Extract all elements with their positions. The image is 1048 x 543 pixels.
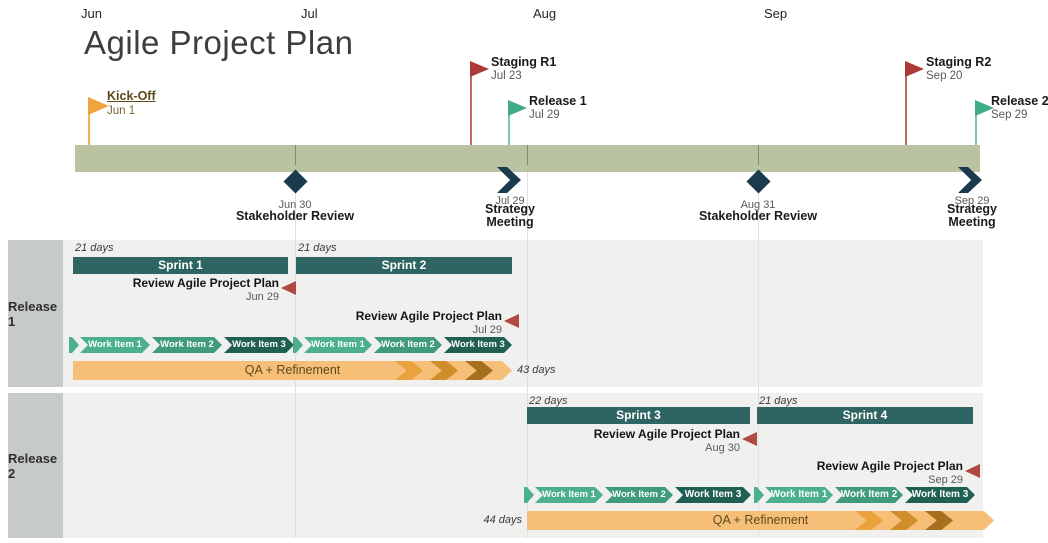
qa-duration: 44 days [483, 514, 522, 526]
work-item-cap-icon [754, 487, 764, 503]
stakeholder-review-diamond-icon[interactable] [283, 169, 308, 194]
sprint-1-duration: 21 days [75, 242, 114, 254]
release-1-flag-icon[interactable] [508, 100, 527, 117]
work-item-cap-icon [524, 487, 534, 503]
qa-chevron-icon [925, 511, 953, 530]
kickoff-flag-pole [88, 100, 90, 145]
qa-refinement-bar[interactable]: QA + Refinement [73, 361, 512, 380]
kickoff-flag-icon[interactable] [88, 97, 109, 116]
stakeholder-review-diamond-icon[interactable] [746, 169, 771, 194]
marker-date: Sep 29 [954, 195, 990, 207]
staging-r1-flag-pole [470, 64, 472, 145]
work-item-cap-icon [293, 337, 303, 353]
sprint-2-bar[interactable]: Sprint 2 [296, 257, 512, 274]
review-milestone-date: Jun 29 [245, 291, 279, 303]
kickoff-flag-date: Jun 1 [107, 105, 136, 117]
work-item-bar[interactable]: Work Item 1 [304, 337, 372, 353]
month-label-sep: Sep [764, 6, 788, 21]
sprint-2-duration: 21 days [298, 242, 337, 254]
staging-r1-flag-date: Jul 23 [491, 70, 522, 82]
qa-refinement-bar[interactable]: QA + Refinement [527, 511, 994, 530]
work-item-bar[interactable]: Work Item 1 [765, 487, 833, 503]
work-item-bar[interactable]: Work Item 2 [605, 487, 673, 503]
release-1-flag-label: Release 1 [529, 94, 587, 108]
work-item-bar[interactable]: Work Item 3 [224, 337, 294, 353]
work-item-bar[interactable]: Work Item 2 [835, 487, 903, 503]
sprint-4-bar[interactable]: Sprint 4 [757, 407, 973, 424]
release-1-flag-pole [508, 103, 510, 145]
marker-date: Aug 31 [740, 199, 776, 211]
month-tick [758, 145, 759, 165]
work-item-bar[interactable]: Work Item 2 [152, 337, 222, 353]
release-2-flag-label: Release 2 [991, 94, 1048, 108]
gridline-sep [758, 172, 759, 538]
lane-label-release-2: Release 2 [8, 393, 63, 538]
page-title: Agile Project Plan [84, 24, 354, 61]
release-2-flag-date: Sep 29 [991, 109, 1028, 121]
gridline-jul [295, 172, 296, 538]
work-item-bar[interactable]: Work Item 3 [905, 487, 975, 503]
sprint-1-bar[interactable]: Sprint 1 [73, 257, 288, 274]
qa-refinement-label: QA + Refinement [244, 363, 341, 377]
marker-label: Strategy Meeting [946, 202, 998, 229]
month-label-jul: Jul [301, 6, 318, 21]
qa-duration: 43 days [517, 364, 556, 376]
month-tick [295, 145, 296, 165]
work-item-bar[interactable]: Work Item 1 [80, 337, 150, 353]
qa-refinement-label: QA + Refinement [712, 513, 809, 527]
review-milestone-label: Review Agile Project Plan [593, 427, 740, 441]
qa-chevron-icon [890, 511, 918, 530]
review-milestone-date: Jul 29 [472, 324, 502, 336]
marker-label: Stakeholder Review [235, 209, 355, 223]
work-item-bar[interactable]: Work Item 1 [535, 487, 603, 503]
review-milestone-date: Sep 29 [928, 474, 963, 486]
marker-label: Stakeholder Review [698, 209, 818, 223]
release-1-flag-date: Jul 29 [529, 109, 560, 121]
sprint-3-bar[interactable]: Sprint 3 [527, 407, 750, 424]
lane-label-release-1: Release 1 [8, 240, 63, 387]
work-item-bar[interactable]: Work Item 3 [675, 487, 751, 503]
staging-r1-flag-icon[interactable] [470, 61, 489, 78]
staging-r2-flag-label: Staging R2 [926, 55, 992, 69]
qa-chevron-icon [855, 511, 883, 530]
review-milestone-label: Review Agile Project Plan [132, 276, 279, 290]
sprint-3-duration: 22 days [529, 395, 568, 407]
marker-label: Strategy Meeting [484, 202, 536, 229]
kickoff-flag-label: Kick-Off [107, 89, 156, 103]
marker-date: Jul 29 [495, 195, 525, 207]
review-milestone-label: Review Agile Project Plan [355, 309, 502, 323]
staging-r2-flag-date: Sep 20 [926, 70, 963, 82]
month-label-aug: Aug [533, 6, 557, 21]
marker-date: Jun 30 [278, 199, 312, 211]
staging-r2-flag-pole [905, 64, 907, 145]
work-item-cap-icon [69, 337, 79, 353]
qa-chevron-icon [465, 361, 493, 380]
review-milestone-label: Review Agile Project Plan [816, 459, 963, 473]
release-2-flag-pole [975, 103, 977, 145]
qa-chevron-icon [430, 361, 458, 380]
month-label-jun: Jun [81, 6, 102, 21]
qa-chevron-icon [395, 361, 423, 380]
staging-r1-flag-label: Staging R1 [491, 55, 557, 69]
review-milestone-date: Aug 30 [705, 442, 740, 454]
month-tick [527, 145, 528, 165]
gridline-aug [527, 172, 528, 538]
release-2-flag-icon[interactable] [975, 100, 994, 117]
staging-r2-flag-icon[interactable] [905, 61, 924, 78]
work-item-bar[interactable]: Work Item 3 [444, 337, 512, 353]
work-item-bar[interactable]: Work Item 2 [374, 337, 442, 353]
sprint-4-duration: 21 days [759, 395, 798, 407]
